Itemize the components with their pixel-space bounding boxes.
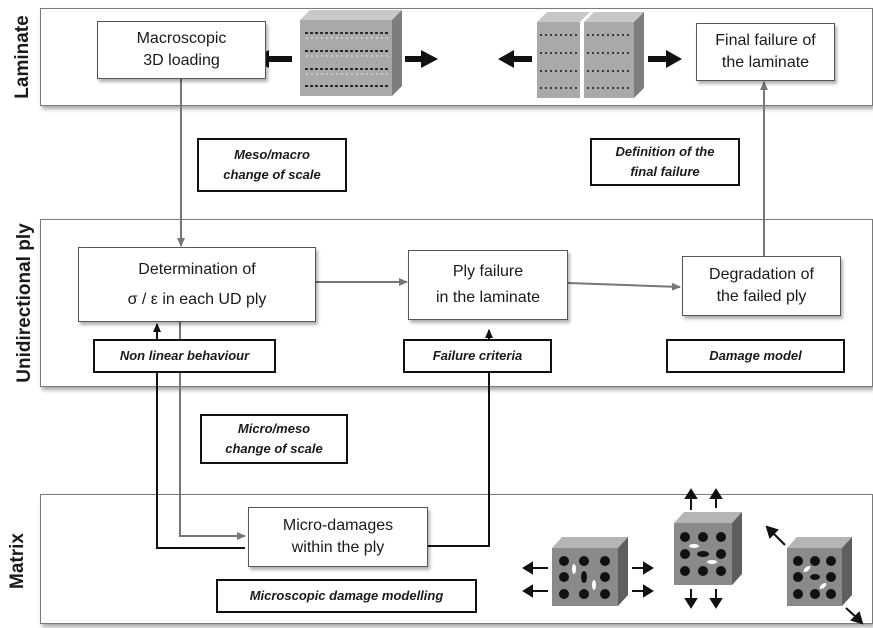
ply-failure-line1: Ply failure xyxy=(452,263,524,280)
final-failure-line1: Final failure of xyxy=(715,32,816,49)
microscopic-damage-modelling-tag: Microscopic damage modelling xyxy=(216,579,477,613)
definition-failure-line1: Definition of the xyxy=(615,144,715,159)
micro-meso-tag: Micro/meso change of scale xyxy=(200,414,348,464)
arrow-determination-to-micro-damages xyxy=(179,320,246,540)
definition-failure-line2: final failure xyxy=(630,164,700,179)
macroscopic-loading-line1: Macroscopic xyxy=(136,30,227,47)
meso-macro-line1: Meso/macro xyxy=(234,147,310,162)
damage-model-label: Damage model xyxy=(709,348,802,363)
laminate-block-left xyxy=(300,10,402,96)
damage-model-tag: Damage model xyxy=(666,339,845,373)
degradation-line1: Degradation of xyxy=(709,266,814,283)
failure-criteria-label: Failure criteria xyxy=(432,348,523,363)
degradation-box: Degradation of the failed ply xyxy=(682,256,841,316)
failure-criteria-tag: Failure criteria xyxy=(403,339,552,373)
arrow-micro-damages-to-determination xyxy=(153,323,245,549)
determination-line1: Determination of xyxy=(138,260,256,278)
arrow-ply-failure-to-degradation xyxy=(567,282,681,291)
final-failure-box: Final failure of the laminate xyxy=(696,23,835,81)
ply-failure-line2: in the laminate xyxy=(435,289,541,306)
determination-line2: σ / ε in each UD ply xyxy=(127,290,267,308)
non-linear-label: Non linear behaviour xyxy=(119,348,250,363)
degradation-line2: the failed ply xyxy=(716,288,807,305)
macroscopic-loading-box: Macroscopic 3D loading xyxy=(97,21,266,79)
micro-cube-left xyxy=(522,537,654,606)
micro-meso-line2: change of scale xyxy=(225,441,323,456)
definition-failure-tag: Definition of the final failure xyxy=(590,138,740,186)
ply-failure-box: Ply failure in the laminate xyxy=(408,250,568,320)
micro-damages-line1: Micro-damages xyxy=(282,517,394,534)
laminate-block-right xyxy=(537,12,644,98)
microscopic-modelling-label: Microscopic damage modelling xyxy=(249,588,444,603)
micro-meso-line1: Micro/meso xyxy=(237,421,311,436)
micro-damages-line2: within the ply xyxy=(291,539,385,556)
meso-macro-line2: change of scale xyxy=(223,167,321,182)
micro-cube-middle xyxy=(674,488,742,609)
final-failure-line2: the laminate xyxy=(721,54,810,71)
macroscopic-loading-line2: 3D loading xyxy=(143,52,220,69)
meso-macro-tag: Meso/macro change of scale xyxy=(197,138,347,192)
micro-cube-right xyxy=(765,525,864,625)
arrow-micro-damages-to-ply-failure xyxy=(428,329,493,547)
determination-box: Determination of σ / ε in each UD ply xyxy=(78,247,316,322)
micro-damages-box: Micro-damages within the ply xyxy=(248,507,428,567)
non-linear-behaviour-tag: Non linear behaviour xyxy=(93,339,276,373)
